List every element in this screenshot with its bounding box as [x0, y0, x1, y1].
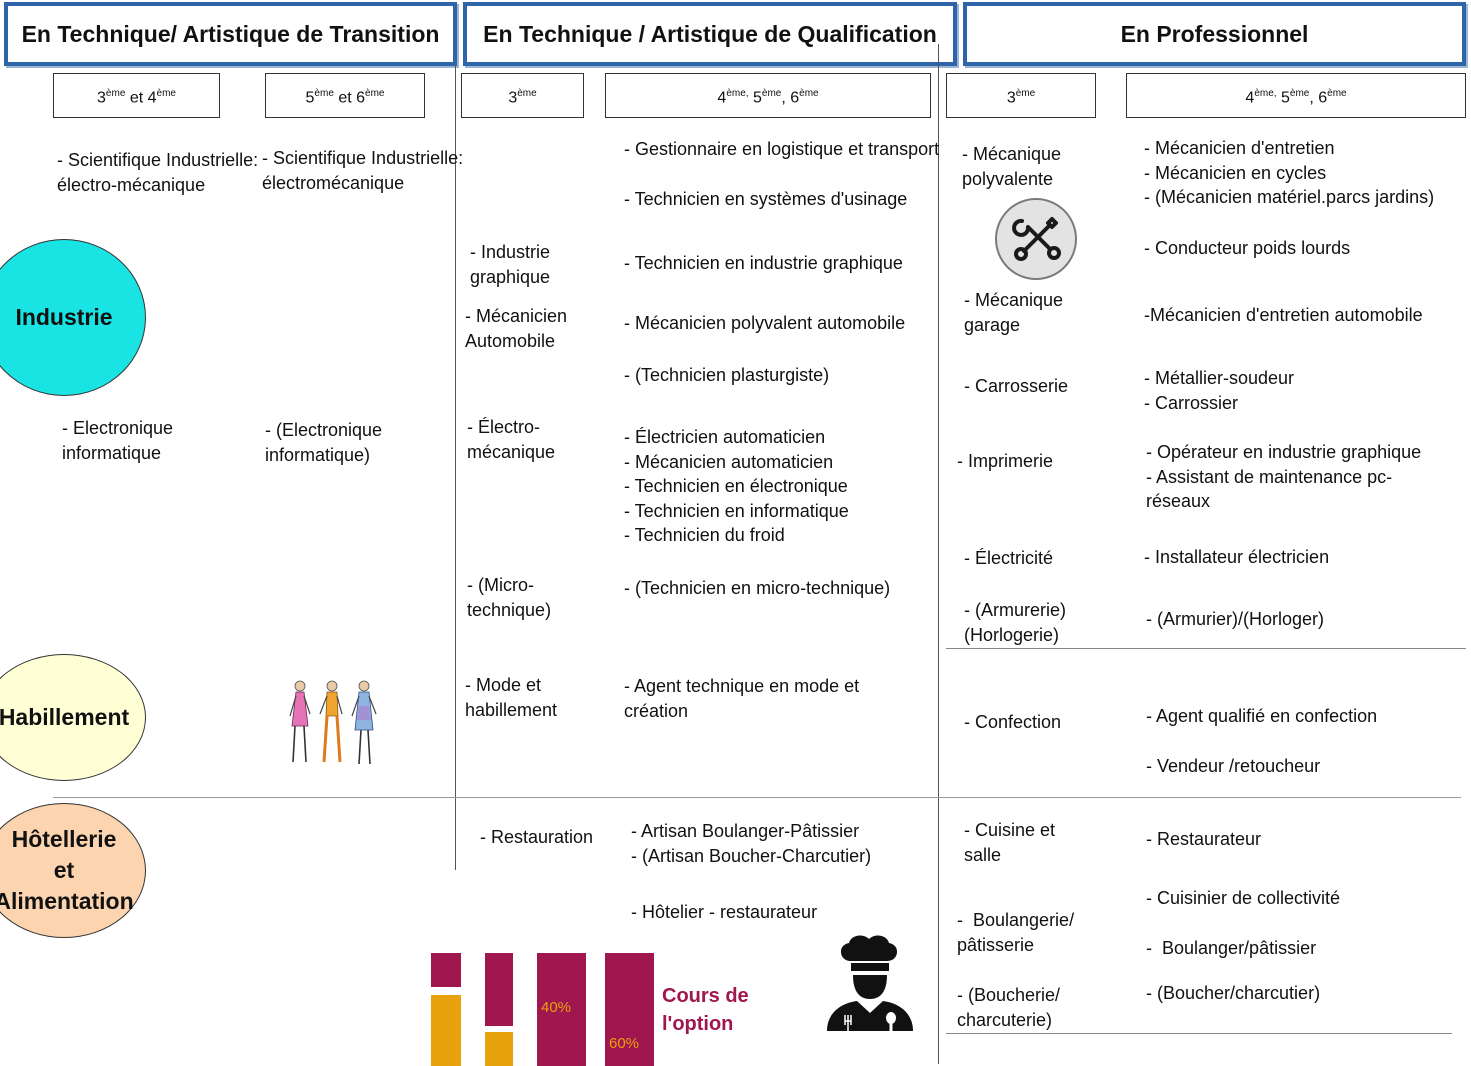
header-qualification: En Technique / Artistique de Qualificati…: [463, 2, 957, 66]
level-label-t1: 3ème et 4ème: [97, 88, 176, 107]
professionnel-p1-item: - Boulangerie/ pâtisserie: [957, 910, 1075, 955]
qualification-q2-item: - Hôtelier - restaurateur: [631, 902, 818, 922]
professionnel-p2-item: - Cuisinier de collectivité: [1146, 888, 1341, 908]
legend-bar-60-label: 60%: [609, 1035, 640, 1052]
qualification-q1-item: - Mécanicien Automobile: [465, 306, 568, 351]
fashion-models-icon: [282, 676, 386, 772]
transition-t1-item: - Scientifique Industrielle: électro-méc…: [57, 150, 259, 195]
professionnel-p2-item: - Métallier-soudeur - Carrossier: [1144, 368, 1295, 413]
qualification-q2-item: - Agent technique en mode et création: [624, 676, 860, 721]
sector-hotellerie: Hôtellerie et Alimentation: [0, 803, 146, 938]
qualification-q2-item: - Technicien en industrie graphique: [624, 253, 903, 273]
qualification-q1-item: - Mode et habillement: [465, 675, 558, 720]
professionnel-p2-item: - Boulanger/pâtissier: [1146, 938, 1317, 958]
qualification-q1-item: - Industrie graphique: [470, 242, 551, 287]
level-label-q1: 3ème: [508, 88, 537, 107]
qualification-q2-item: - Technicien en systèmes d'usinage: [624, 189, 908, 209]
separator-transition-qualification: [455, 66, 456, 870]
professionnel-p2-item: - Opérateur en industrie graphique - Ass…: [1146, 442, 1422, 511]
professionnel-p2-item: - Conducteur poids lourds: [1144, 238, 1351, 258]
header-professionnel: En Professionnel: [963, 2, 1466, 66]
level-label-t2: 5ème et 6ème: [305, 88, 385, 107]
legend-bar-option: [431, 953, 461, 987]
professionnel-p2-item: - (Armurier)/(Horloger): [1146, 609, 1325, 629]
qualification-q2-item: - (Technicien plasturgiste): [624, 365, 830, 385]
professionnel-p1-item: - Électricité: [964, 548, 1054, 568]
level-box-p1: 3ème: [946, 73, 1096, 118]
legend-bar-40-label: 40%: [541, 999, 572, 1016]
professionnel-p1-item: - Carrosserie: [964, 376, 1069, 396]
legend-bar-option: [485, 953, 513, 1026]
qualification-q2-item: - (Technicien en micro-technique): [624, 578, 891, 598]
qualification-q2-item: - Électricien automaticien - Mécanicien …: [624, 427, 849, 545]
professionnel-p1-item: - Imprimerie: [957, 451, 1054, 471]
sector-industrie-label: Industrie: [15, 304, 113, 330]
level-label-p2: 4ème, 5ème, 6ème: [1245, 88, 1347, 107]
level-label-q2: 4ème, 5ème, 6ème: [717, 88, 819, 107]
professionnel-p2-item: - Mécanicien d'entretien - Mécanicien en…: [1144, 138, 1435, 207]
separator-bottom-professionnel: [946, 1033, 1452, 1034]
professionnel-p1-item: - (Boucherie/ charcuterie): [957, 985, 1061, 1030]
wrench-screwdriver-icon: [994, 197, 1078, 281]
qualification-q2-item: - Artisan Boulanger-Pâtissier - (Artisan…: [631, 821, 872, 866]
professionnel-p1-item: - Cuisine et salle: [964, 820, 1056, 865]
professionnel-p2-item: -Mécanicien d'entretien automobile: [1144, 305, 1423, 325]
header-qualification-label: En Technique / Artistique de Qualificati…: [483, 20, 937, 47]
level-box-q1: 3ème: [461, 73, 584, 118]
professionnel-p1-item: - (Armurerie) (Horlogerie): [964, 600, 1066, 645]
sector-habillement-label: Habillement: [0, 704, 130, 730]
level-box-t1: 3ème et 4ème: [53, 73, 220, 118]
level-box-t2: 5ème et 6ème: [265, 73, 425, 118]
professionnel-p2-item: - Restaurateur: [1146, 829, 1262, 849]
qualification-q1-item: - Électro- mécanique: [467, 417, 556, 462]
professionnel-p1-item: - Mécanique garage: [964, 290, 1064, 335]
header-professionnel-label: En Professionnel: [1120, 20, 1309, 47]
transition-t1-item: - Electronique informatique: [62, 418, 174, 463]
qualification-q1-item: - Restauration: [480, 827, 594, 847]
professionnel-p2-item: - Installateur électricien: [1144, 547, 1330, 567]
legend-bar-40: 40%: [537, 953, 586, 1066]
level-box-p2: 4ème, 5ème, 6ème: [1126, 73, 1466, 118]
sector-industrie: Industrie: [0, 239, 146, 396]
qualification-q2-item: - Mécanicien polyvalent automobile: [624, 313, 906, 333]
legend-cours-label: Cours de l'option: [662, 985, 749, 1035]
legend-bar-60: 60%: [605, 953, 654, 1066]
professionnel-p2-item: - Vendeur /retoucheur: [1146, 756, 1321, 776]
sector-hotellerie-label: Hôtellerie et Alimentation: [0, 826, 134, 914]
professionnel-p2-item: - (Boucher/charcutier): [1146, 983, 1321, 1003]
level-label-p1: 3ème: [1006, 88, 1036, 107]
separator-habillement-hotellerie: [53, 797, 1461, 798]
professionnel-p2-item: - Agent qualifié en confection: [1146, 706, 1378, 726]
separator-qualification-professionnel: [938, 44, 939, 1064]
transition-t2-item: - Scientifique Industrielle: électroméca…: [262, 148, 464, 193]
qualification-q2-item: - Gestionnaire en logistique et transpor…: [624, 139, 940, 159]
header-transition: En Technique/ Artistique de Transition: [4, 2, 457, 66]
professionnel-p1-item: - Mécanique polyvalente: [962, 144, 1062, 189]
header-transition-label: En Technique/ Artistique de Transition: [21, 20, 440, 47]
professionnel-p1-item: - Confection: [964, 712, 1062, 732]
legend-bar-general: [431, 995, 461, 1066]
qualification-q1-item: - (Micro- technique): [467, 575, 552, 620]
chef-icon: [823, 935, 917, 1031]
legend-bar-general: [485, 1032, 513, 1066]
separator-industrie-habillement: [946, 648, 1466, 649]
transition-t2-item: - (Electronique informatique): [265, 420, 383, 465]
level-box-q2: 4ème, 5ème, 6ème: [605, 73, 931, 118]
sector-habillement: Habillement: [0, 654, 146, 781]
